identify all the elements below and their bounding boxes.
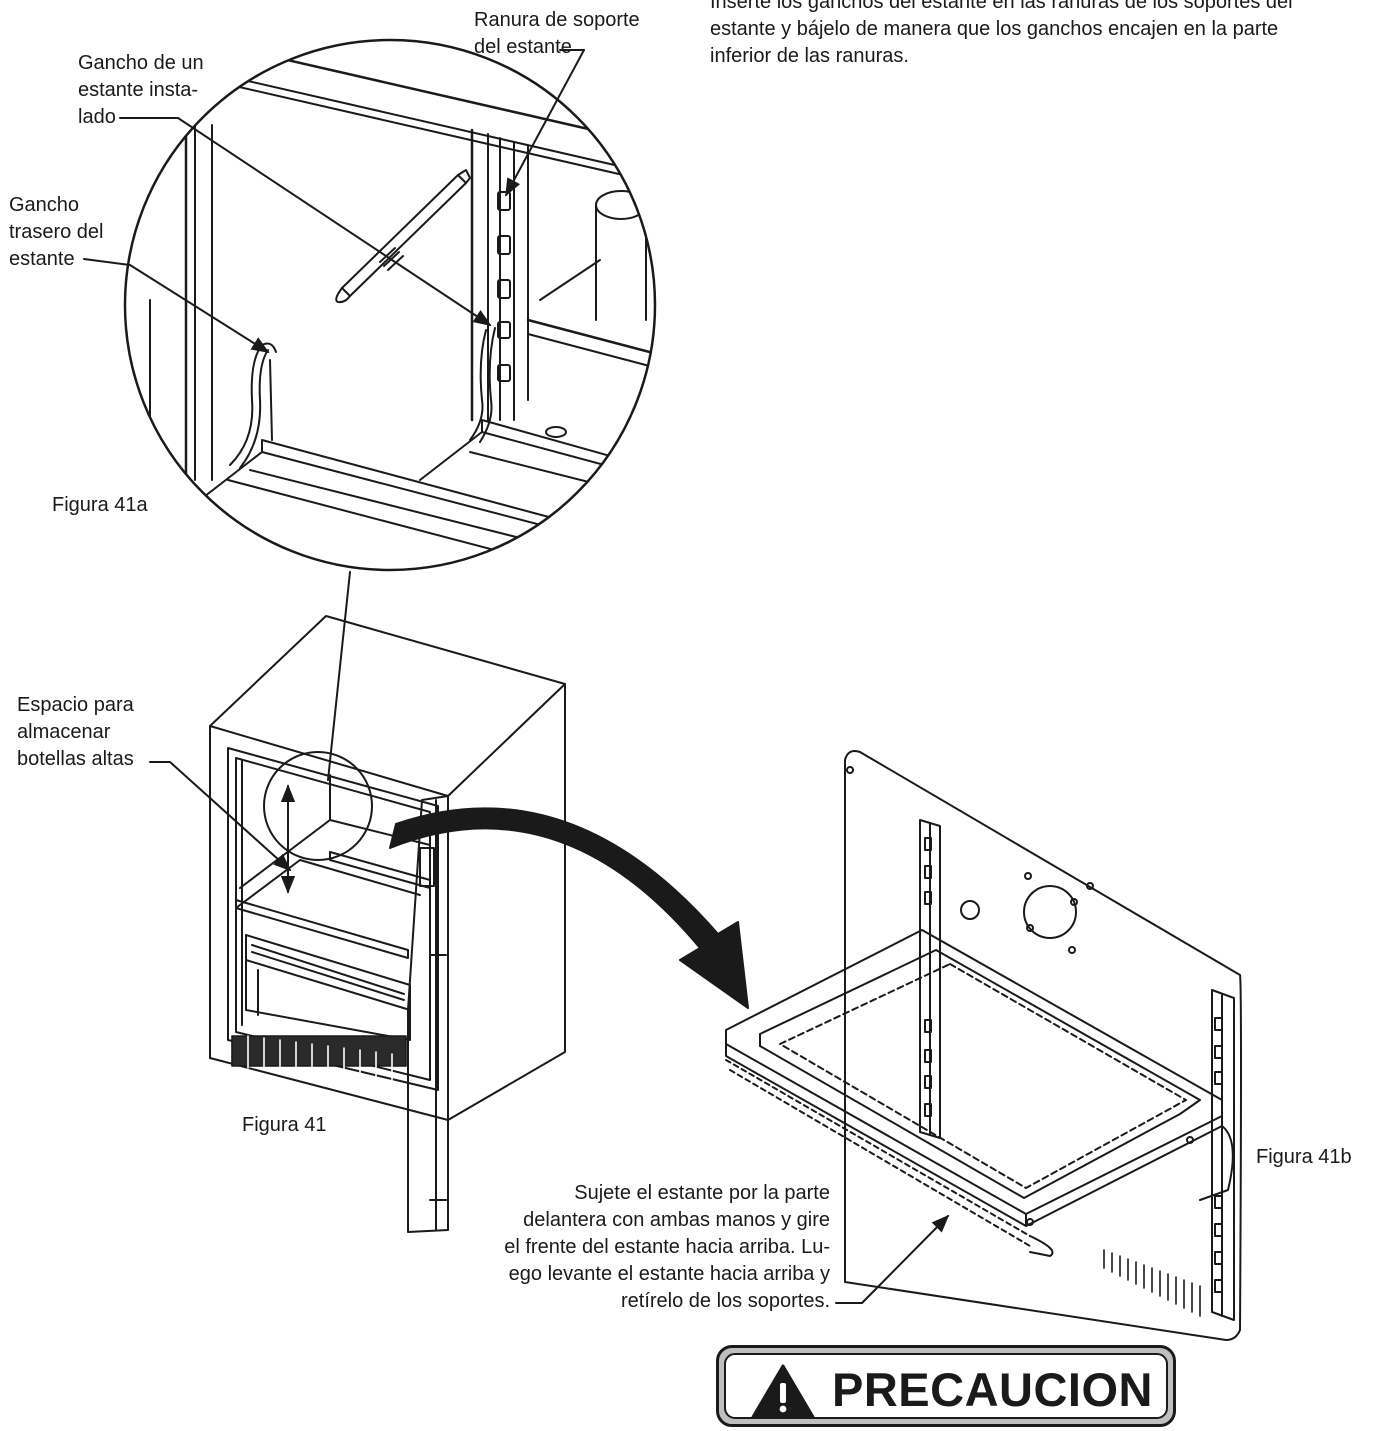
intro-line: estante y bájelo de manera que los ganch…: [710, 18, 1279, 40]
label-installed-hook: Gancho de un estante insta- lado: [78, 52, 204, 128]
instruction-paragraph: Sujete el estante por la parte delantera…: [504, 1182, 830, 1312]
warning-triangle-icon: [751, 1364, 815, 1419]
caption-figure-41a: Figura 41a: [52, 494, 148, 516]
intro-paragraph: Inserte los ganchos del estante en las r…: [710, 0, 1370, 70]
caution-banner-inner: PRECAUCION: [724, 1353, 1168, 1419]
caution-label: PRECAUCION: [832, 1363, 1153, 1416]
intro-line: Inserte los ganchos del estante en las r…: [710, 0, 1293, 13]
shelf-detail-figure-41b: [725, 750, 1242, 1341]
label-tall-bottles: Espacio para almacenar botellas altas: [17, 694, 134, 770]
label-rear-hook: Gancho trasero del estante: [9, 194, 104, 270]
caption-figure-41b: Figura 41b: [1256, 1146, 1352, 1168]
intro-line: inferior de las ranuras.: [710, 45, 909, 67]
caption-figure-41: Figura 41: [242, 1114, 327, 1136]
refrigerator-figure-41: [149, 615, 566, 1233]
curved-arrow: [389, 807, 749, 1009]
connector-line: [327, 571, 351, 781]
caution-banner: PRECAUCION: [716, 1345, 1176, 1427]
label-shelf-slot: Ranura de soporte del estante: [474, 9, 640, 58]
